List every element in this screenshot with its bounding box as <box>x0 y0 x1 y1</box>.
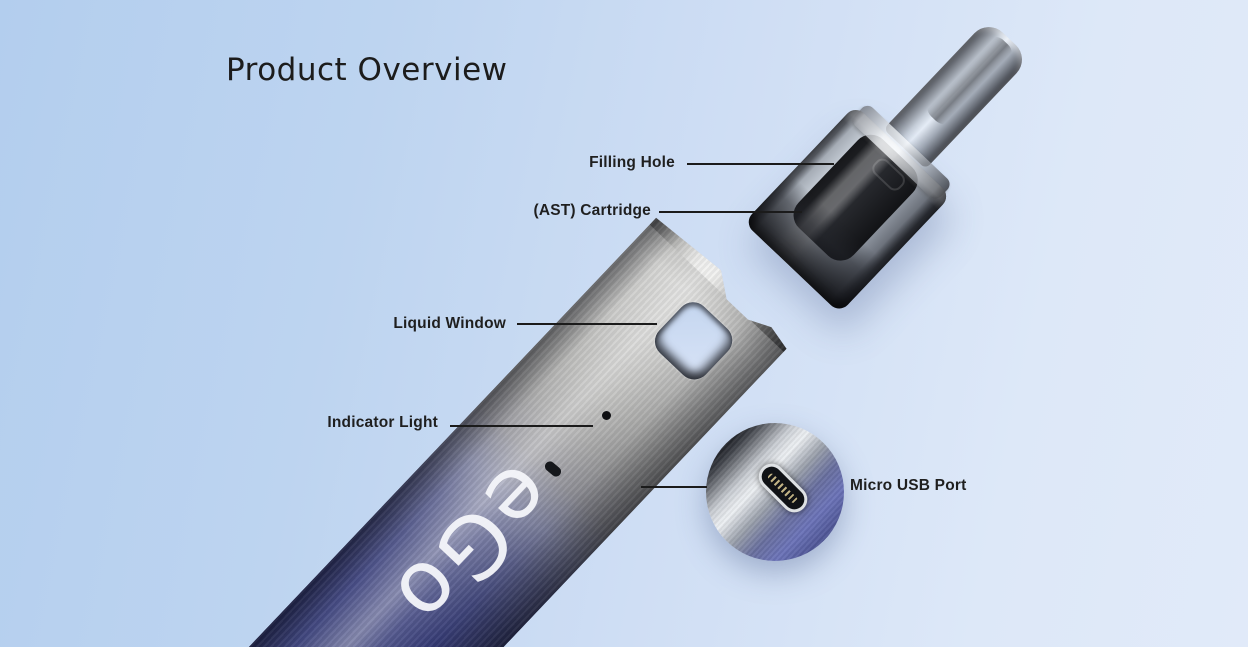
callout-label-filling-hole: Filling Hole <box>589 154 675 171</box>
callout-label-liquid-window: Liquid Window <box>393 315 506 332</box>
leader-line-indicator-light <box>450 425 593 427</box>
callout-label-indicator-light: Indicator Light <box>327 414 438 431</box>
indicator-light-dot <box>602 411 611 420</box>
usb-zoom-inset <box>706 423 844 561</box>
page-title: Product Overview <box>226 52 508 88</box>
leader-line-filling-hole <box>687 163 834 165</box>
micro-usb-connector-icon <box>753 458 813 518</box>
cartridge-assembly <box>725 0 1068 332</box>
leader-line-micro-usb-port <box>641 486 707 488</box>
leader-line-ast-cartridge <box>659 211 802 213</box>
callout-label-ast-cartridge: (AST) Cartridge <box>533 202 651 219</box>
brand-logo: eGo <box>371 443 573 647</box>
callout-label-micro-usb-port: Micro USB Port <box>850 477 967 494</box>
leader-line-liquid-window <box>517 323 657 325</box>
liquid-window <box>648 296 738 386</box>
